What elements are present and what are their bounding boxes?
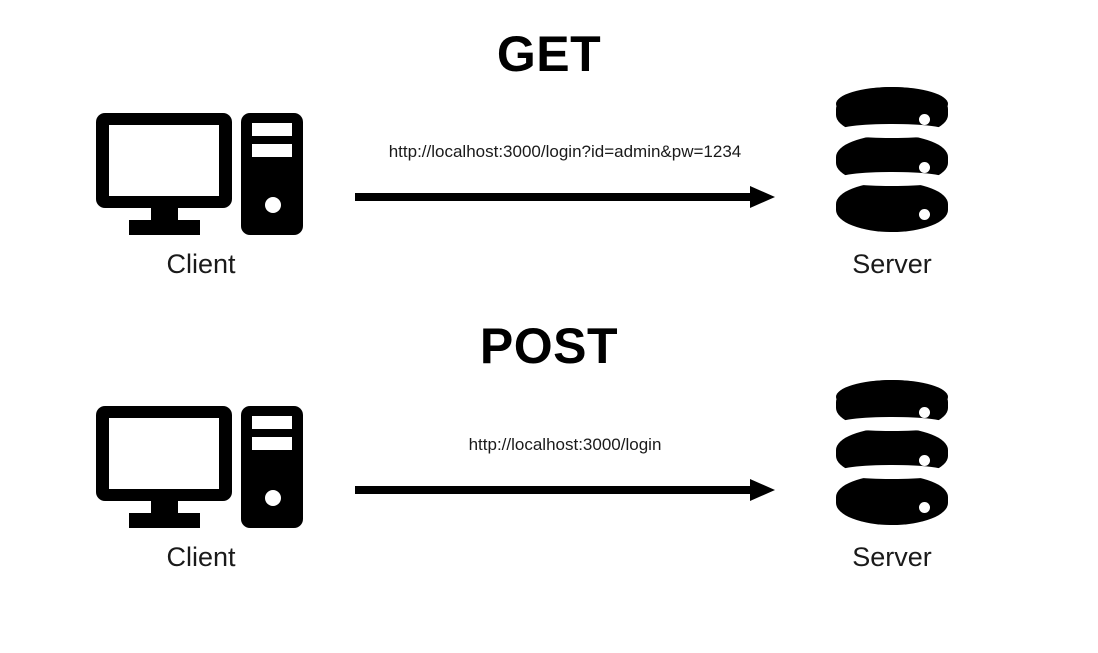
monitor-stand-neck (151, 206, 178, 222)
arrow-shaft (355, 486, 753, 494)
database-indicator-1 (919, 407, 930, 418)
database-top-cap (836, 87, 948, 121)
database-separator-upper (836, 124, 948, 138)
arrow-shaft (355, 193, 753, 201)
tower-drive-slot-1 (252, 416, 292, 429)
monitor-screen (109, 418, 219, 489)
database-separator-lower (836, 172, 948, 186)
computer-tower (241, 406, 303, 528)
tower-drive-slot-1 (252, 123, 292, 136)
section-title-post: POST (479, 318, 619, 374)
monitor-screen (109, 125, 219, 196)
server-caption-post: Server (852, 542, 932, 572)
arrow-right-icon-get (355, 186, 775, 208)
server-node-post (836, 380, 948, 525)
client-node-post (96, 381, 303, 528)
arrow-head (750, 186, 775, 208)
database-indicator-1 (919, 114, 930, 125)
tower-drive-slot-2 (252, 144, 292, 157)
database-cylinder-icon (836, 87, 948, 232)
monitor-body (96, 406, 232, 501)
request-url-label-get: http://localhost:3000/login?id=admin&pw=… (388, 142, 742, 161)
desktop-computer-icon (96, 88, 303, 235)
arrow-head (750, 479, 775, 501)
database-indicator-3 (919, 502, 930, 513)
monitor-stand-neck (151, 499, 178, 515)
database-separator-lower (836, 465, 948, 479)
request-url-label-post: http://localhost:3000/login (468, 435, 662, 454)
database-layer-bottom (836, 182, 948, 232)
tower-power-button-icon (265, 490, 281, 506)
computer-tower (241, 113, 303, 235)
server-caption-get: Server (852, 249, 932, 279)
database-top-cap (836, 380, 948, 414)
database-separator-upper (836, 417, 948, 431)
monitor-stand-base (129, 513, 200, 528)
tower-power-button-icon (265, 197, 281, 213)
desktop-computer-icon (96, 381, 303, 528)
arrow-right-icon-post (355, 479, 775, 501)
database-indicator-2 (919, 455, 930, 466)
client-node-get (96, 88, 303, 235)
database-layer-bottom (836, 475, 948, 525)
tower-drive-slot-2 (252, 437, 292, 450)
client-caption-post: Client (166, 542, 236, 572)
monitor-stand-base (129, 220, 200, 235)
database-indicator-3 (919, 209, 930, 220)
section-title-get: GET (496, 26, 602, 82)
database-indicator-2 (919, 162, 930, 173)
database-cylinder-icon (836, 380, 948, 525)
monitor-body (96, 113, 232, 208)
client-caption-get: Client (166, 249, 236, 279)
server-node-get (836, 87, 948, 232)
